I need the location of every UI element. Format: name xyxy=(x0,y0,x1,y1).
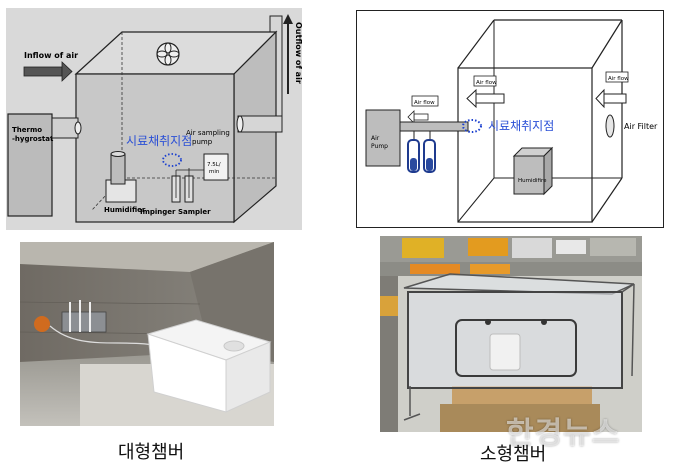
impinger-sampler-icon xyxy=(171,168,212,203)
large-chamber-photo xyxy=(19,242,274,426)
thermo-hygrostat-box xyxy=(7,113,53,217)
air-sampling-label-2: pump xyxy=(192,138,213,146)
air-flow-label-left: Air flow xyxy=(414,100,435,106)
air-pump-label-1: Air xyxy=(371,135,380,142)
air-filter-icon xyxy=(605,114,615,138)
chamber-front xyxy=(457,67,593,223)
pump-box-label-2: min xyxy=(209,169,220,175)
small-chamber-photo xyxy=(380,236,642,432)
sampler-rig-icon xyxy=(34,300,161,347)
large-chamber-diagram: Outflow of air Inflow of air Thermo -hyg… xyxy=(6,8,303,230)
air-flow-label-middle: Air flow xyxy=(476,80,497,86)
air-flow-label-right: Air flow xyxy=(608,76,629,82)
outflow-label: Outflow of air xyxy=(294,22,302,84)
sampling-point-label: 시료채취지점 xyxy=(126,134,192,148)
small-chamber-diagram: Air flow Air Filter Air flow Air flow Ai… xyxy=(356,10,664,228)
air-flow-arrow-left-icon xyxy=(407,110,429,124)
sampling-point-marker xyxy=(162,153,182,167)
caption-small-chamber: 소형챔버 xyxy=(480,444,547,465)
humidifier-box xyxy=(512,146,554,196)
sampling-point-label: 시료채취지점 xyxy=(488,119,554,133)
thermo-label-2: -hygrostat xyxy=(12,135,54,143)
watermark: 한경뉴스 xyxy=(506,416,621,451)
air-sampling-label-1: Air sampling xyxy=(186,129,230,137)
chamber-front xyxy=(75,73,235,223)
humidifier-label: Humidifire xyxy=(518,178,547,184)
humidifier-cube-icon xyxy=(146,319,272,413)
inflow-label: Inflow of air xyxy=(24,51,78,60)
thermo-label-1: Thermo xyxy=(12,126,42,134)
air-flow-arrow-right-icon xyxy=(595,88,627,109)
air-pump-box xyxy=(365,109,401,167)
sampling-point-marker xyxy=(462,119,482,133)
acrylic-chamber-icon xyxy=(403,273,635,389)
impinger-label: Impinger Sampler xyxy=(140,208,211,216)
sampling-pump-box xyxy=(203,153,229,181)
caption-large-chamber: 대형챔버 xyxy=(118,442,185,463)
air-flow-arrow-middle-icon xyxy=(466,88,505,109)
air-pump-label-2: Pump xyxy=(371,143,388,150)
air-filter-label: Air Filter xyxy=(624,122,658,131)
impinger-bottles-icon xyxy=(407,131,436,173)
fan-icon xyxy=(156,42,180,66)
humidifier-label: Humidifier xyxy=(104,206,146,214)
inflow-arrow-icon xyxy=(23,61,73,82)
pump-box-label-1: 7.5L/ xyxy=(207,162,221,168)
